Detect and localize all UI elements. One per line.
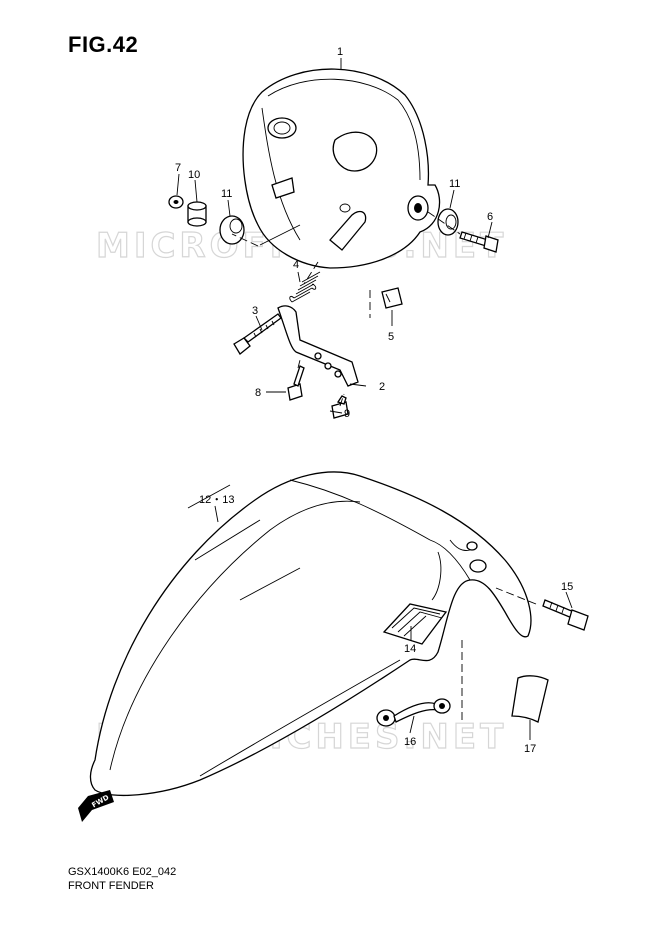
callout-11-left: 11 <box>221 188 232 200</box>
nut-5 <box>381 287 403 309</box>
callout-11-right: 11 <box>449 178 460 190</box>
callout-5: 5 <box>388 331 394 343</box>
bolt-8 <box>287 365 305 401</box>
collar-10 <box>187 201 207 227</box>
callout-7: 7 <box>175 162 181 174</box>
front-fender <box>89 471 532 797</box>
decal-17 <box>511 675 549 723</box>
bolt-15 <box>542 599 589 631</box>
callout-17: 17 <box>524 743 536 755</box>
callout-15: 15 <box>561 581 573 593</box>
nut-7 <box>168 195 184 209</box>
callout-9: 9 <box>344 408 350 420</box>
figure-number: FIG.42 <box>68 32 139 57</box>
callout-8: 8 <box>255 387 261 399</box>
section-title: FRONT FENDER <box>68 880 154 892</box>
callout-10: 10 <box>188 169 200 181</box>
alignment-line <box>297 359 301 369</box>
bolt-9 <box>331 395 349 419</box>
callout-6: 6 <box>487 211 493 223</box>
alignment-line <box>339 393 345 407</box>
fwd-direction-arrow: FWD <box>78 790 114 822</box>
spring-4 <box>289 271 321 303</box>
grommet-11-left <box>219 215 245 245</box>
callout-3: 3 <box>252 305 258 317</box>
alignment-line <box>231 233 259 247</box>
alignment-line <box>427 211 461 235</box>
callout-4: 4 <box>293 259 299 271</box>
callout-leaders <box>176 58 573 740</box>
callout-12-13: 12・13 <box>199 494 234 506</box>
callout-14: 14 <box>404 643 416 655</box>
hose-guide-16 <box>376 698 451 727</box>
bracket-2 <box>277 305 359 387</box>
bolt-6 <box>459 231 499 253</box>
model-code: GSX1400K6 E02_042 <box>68 866 177 878</box>
callout-16: 16 <box>404 736 416 748</box>
headlight-housing <box>242 68 441 269</box>
callout-1: 1 <box>337 46 343 58</box>
alignment-line <box>303 261 319 285</box>
grommet-11-right <box>437 208 459 236</box>
alignment-line <box>495 587 537 605</box>
callout-2: 2 <box>379 381 385 393</box>
